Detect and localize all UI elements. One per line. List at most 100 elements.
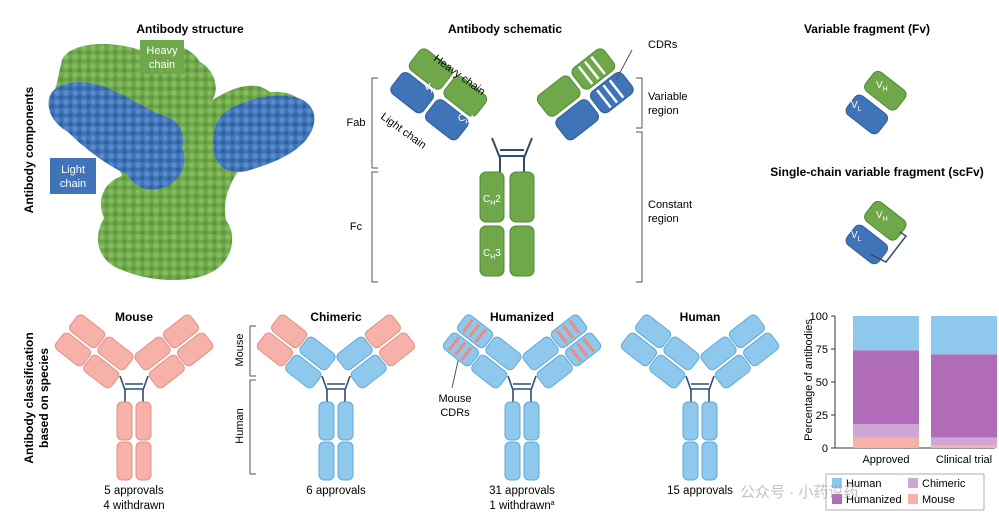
mouse-ch2-left [116,401,133,441]
human-ch3-left [682,441,699,481]
structure-heavy-label-box [140,40,184,74]
mouse-vh-left [69,314,106,349]
chimeric-arm-left [256,314,336,389]
schematic-ch2-left [479,171,505,223]
human-vh-right [728,314,765,349]
mouse-withdrawn: 4 withdrawn [103,500,164,512]
schematic-ch1-left [443,75,488,117]
fv-vl [845,94,889,135]
humanized-cdr-stripe [569,347,583,363]
human-ch1-right [700,336,737,371]
scfv-vl [845,224,889,265]
mouse-ch3-left [116,441,133,481]
humanized-cdr-stripe [454,341,467,357]
mouse-hinge [119,375,149,402]
mouse-ch3-right [135,441,152,481]
schematic-variable-label-2: region [648,105,679,117]
chart-y-tick-label: 75 [816,344,828,356]
humanized-cl-left [471,354,508,389]
schematic-ch1-label: CH1 [458,113,475,126]
mouse-vl-right [177,332,214,367]
legend-label-mouse: Mouse [922,494,955,506]
humanized-cdr-stripe [468,323,481,338]
human-vh-left [635,314,672,349]
mouse-ch1-right [134,336,171,371]
bar-clinical-trial-mouse [931,445,997,448]
schematic-ch2-label: CH2 [483,194,501,207]
mouse-cdrs-label-1: Mouse [438,393,471,405]
humanized-ch3-right [523,441,540,481]
schematic-vh-label: VH [424,82,436,95]
schematic-region-brackets [615,49,643,283]
legend-label-humanized: Humanized [846,494,902,506]
mouse-ch2-right [135,401,152,441]
species-title-human: Human [680,310,721,324]
humanized-hinge [507,375,537,402]
chimeric-ch1-right [336,336,373,371]
structure-heavy-label-1: Heavy [146,45,178,57]
legend-swatch-mouse [908,494,918,504]
humanized-cdr-stripe [562,324,575,340]
schematic-vl-left [390,72,435,114]
schematic-cl-label: CL [430,134,441,147]
mouse-vh-right [162,314,199,349]
chart-ylabel: Percentage of antibodies [803,319,815,441]
antibody-schematic-panel: Antibody schematic [347,22,692,283]
humanized-arm-left [442,314,522,389]
chimeric-vl-right [379,332,416,367]
chart-x-tick-label: Approved [862,454,909,466]
schematic-cl-left [425,99,469,141]
human-hinge [685,375,715,402]
humanized-cdr-stripe [447,336,460,352]
chimeric-ch3-left [318,441,335,481]
humanized-ch1-left [485,336,522,371]
scfv-title: Single-chain variable fragment (scFv) [770,165,983,179]
antibody-structure-panel: Antibody structure Heavy chain Light cha… [48,22,315,281]
chimeric-ch1-left [299,336,336,371]
humanized-withdrawn: 1 withdrawna [489,500,554,512]
bar-clinical-trial-humanized [931,354,997,438]
schematic-vh-left [408,48,453,90]
schematic-vl-label: VL [396,102,407,115]
human-vl-left [620,332,657,367]
species-title-chimeric: Chimeric [310,310,362,324]
chimeric-vl-left [256,332,293,367]
schematic-vh-right [571,48,616,90]
human-arm-left [620,314,700,389]
humanized-approvals: 31 approvals [489,485,555,497]
fragments-panel: Variable fragment (Fv) VH VL Single-chai… [770,22,984,265]
humanized-ch3-left [504,441,521,481]
bar-clinical-trial-human [931,316,997,355]
mouse-vl-left [54,332,91,367]
fv-vl-label: VL [851,100,862,113]
structure-heavy-label-2: chain [149,59,175,71]
schematic-ch3-label: CH3 [483,248,501,261]
side-label-classification-1: Antibody classification [22,332,36,463]
human-vl-right [743,332,780,367]
humanized-cdr-stripe [576,342,589,358]
schematic-cl-right [555,99,599,141]
structure-light-chain-mid [120,128,185,190]
human-antibody [620,314,780,481]
schematic-ch3-left [479,225,505,277]
mouse-cl-right [148,354,185,389]
side-label-classification-2: based on species [37,348,51,448]
scfv-linker [869,231,908,263]
schematic-cdr-stripes [577,55,625,109]
chimeric-human-label: Human [234,408,246,443]
mouse-cdrs-label-2: CDRs [440,407,470,419]
chimeric-antibody [256,314,416,481]
legend-swatch-chimeric [908,478,918,488]
side-label-components: Antibody components [22,86,36,213]
chimeric-mouse-label: Mouse [234,333,246,366]
humanized-cdr-stripe [461,318,475,333]
humanized-arm-right [522,314,602,389]
humanized-ch1-right [522,336,559,371]
mouse-cl-left [83,354,120,389]
human-cl-left [649,354,686,389]
humanized-cdr-stripe [555,329,568,345]
structure-light-label-2: chain [60,178,86,190]
bar-approved-human [853,316,919,351]
human-ch1-left [663,336,700,371]
